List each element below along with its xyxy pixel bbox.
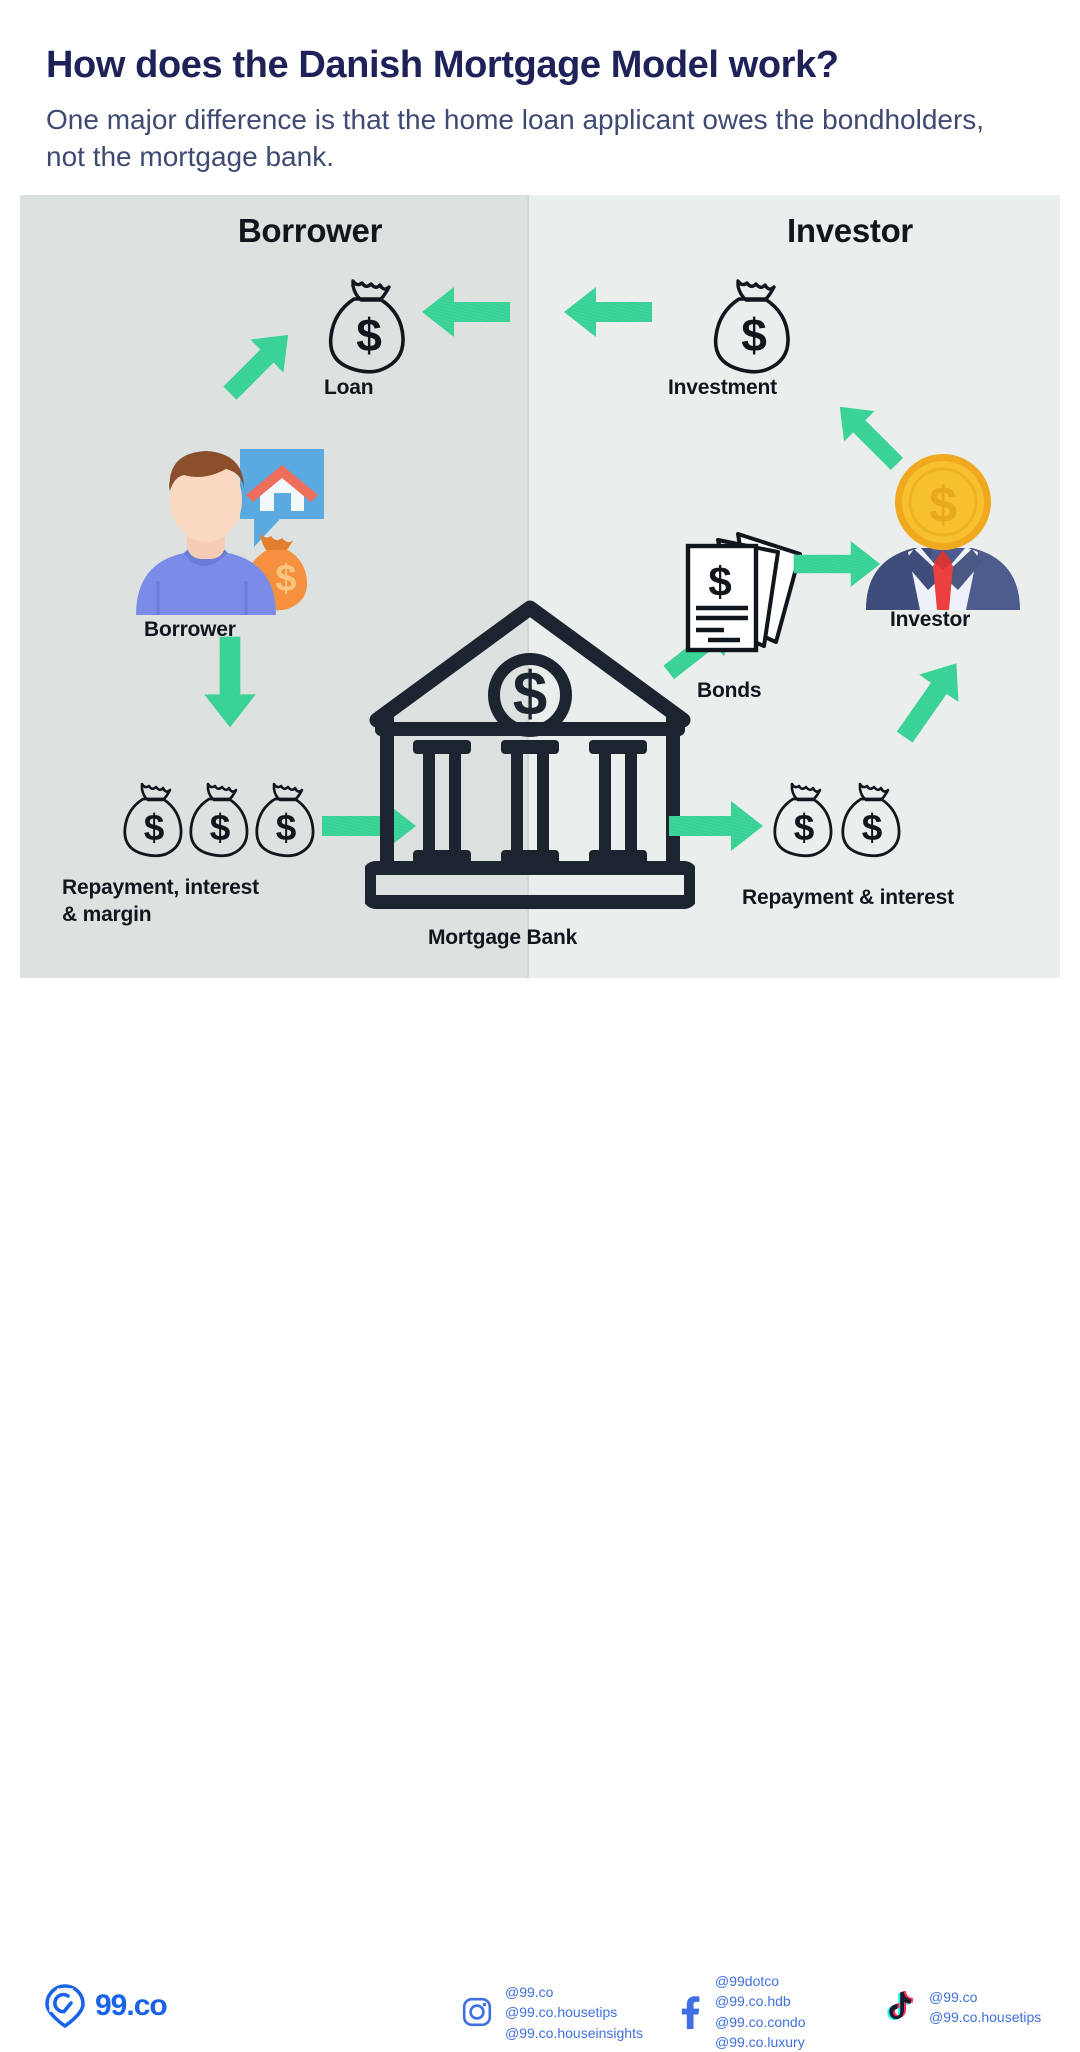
handle-item: @99.co.houseinsights: [505, 2024, 643, 2041]
borrower-person-label: Borrower: [144, 618, 236, 641]
borrower-avatar-icon: $: [136, 449, 324, 615]
loan-label: Loan: [324, 376, 374, 399]
investor-avatar-icon: $: [866, 454, 1020, 610]
diagram-panel: Borrower Investor $ Loan $ Investment: [20, 195, 1060, 978]
arrow-investment-to-loan-left: [562, 281, 654, 343]
handle-item: @99.co.housetips: [929, 2009, 1042, 2026]
bonds-node: $: [680, 520, 815, 675]
facebook-handles: @99dotco @99.co.hdb @99.co.condo @99.co.…: [715, 1971, 806, 2052]
svg-text:$: $: [210, 807, 231, 848]
svg-text:$: $: [513, 660, 547, 729]
three-money-bags-icon: $ $ $: [123, 782, 315, 858]
svg-text:$: $: [862, 807, 883, 848]
mortgage-bank-label: Mortgage Bank: [428, 926, 578, 949]
investment-label: Investment: [668, 376, 777, 399]
handle-item: @99dotco: [715, 1973, 780, 1989]
repay-right-node: $ $: [770, 780, 922, 875]
column-heading-investor: Investor: [787, 212, 913, 249]
money-bag-outline-icon: $: [713, 279, 790, 374]
bond-documents-icon: $: [685, 532, 802, 653]
tiktok-icon: [887, 1991, 913, 2021]
svg-text:$: $: [708, 558, 731, 605]
arrow-investor-to-investment: [818, 385, 920, 487]
investor-person-label: Investor: [890, 608, 971, 631]
mortgage-bank-node: $: [362, 600, 698, 925]
investor-person-node: $: [858, 450, 1028, 620]
header: How does the Danish Mortgage Model work?…: [0, 0, 1080, 195]
bonds-label: Bonds: [697, 679, 762, 702]
brand-logo-text: 99.co: [95, 1989, 168, 2022]
money-bag-outline-icon: $: [328, 279, 405, 374]
svg-text:$: $: [929, 477, 957, 533]
social-instagram[interactable]: @99.co @99.co.housetips @99.co.houseinsi…: [462, 1982, 643, 2043]
handle-item: @99.co.housetips: [505, 2004, 618, 2021]
arrow-investment-to-loan-right: [420, 281, 512, 343]
svg-text:$: $: [144, 807, 165, 848]
arrow-loan-to-borrower: [208, 313, 310, 415]
investment-node: $: [708, 275, 800, 385]
repay-left-node: $ $ $: [120, 780, 340, 875]
repay-left-label-line1: Repayment, interest: [62, 876, 259, 899]
arrow-borrower-to-repayment: [198, 632, 262, 732]
arrow-repay-right-to-investor: [878, 644, 982, 757]
page-title: How does the Danish Mortgage Model work?: [46, 44, 839, 86]
social-facebook[interactable]: @99dotco @99.co.hdb @99.co.condo @99.co.…: [676, 1971, 806, 2052]
location-pin-icon: [45, 1984, 85, 2029]
svg-text:$: $: [794, 807, 815, 848]
page-subtitle: One major difference is that the home lo…: [46, 104, 985, 173]
panel-divider: [527, 195, 529, 978]
handle-item: @99.co.condo: [715, 2013, 806, 2030]
instagram-icon: [462, 1998, 492, 2027]
tiktok-handles: @99.co @99.co.housetips: [929, 1987, 1041, 2028]
svg-text:$: $: [741, 309, 767, 361]
svg-text:$: $: [276, 807, 297, 848]
brand-logo[interactable]: 99.co: [44, 1983, 168, 2029]
handle-item: @99.co: [929, 1989, 978, 2005]
facebook-icon: [681, 1995, 700, 2029]
arrow-bank-to-repay-right: [665, 795, 765, 857]
instagram-handles: @99.co @99.co.housetips @99.co.houseinsi…: [505, 1982, 643, 2043]
loan-node: $: [323, 275, 415, 385]
repay-right-label: Repayment & interest: [742, 886, 954, 909]
borrower-person-node: $: [128, 445, 328, 630]
column-heading-borrower: Borrower: [237, 212, 383, 249]
repay-left-label-line2: & margin: [62, 902, 152, 926]
social-tiktok[interactable]: @99.co @99.co.housetips: [884, 1987, 1041, 2028]
handle-item: @99.co: [505, 1984, 554, 2000]
handle-item: @99.co.luxury: [715, 2033, 805, 2050]
footer: 99.co @99.co @99.co.housetips @99.co.hou…: [0, 978, 1080, 2050]
two-money-bags-icon: $ $: [773, 782, 901, 858]
arrow-bonds-to-investor: [790, 535, 882, 593]
handle-item: @99.co.hdb: [715, 1993, 791, 2010]
bank-building-icon: $: [362, 600, 698, 909]
repay-left-label: Repayment, interest & margin: [62, 875, 382, 929]
svg-text:$: $: [275, 558, 296, 600]
svg-text:$: $: [356, 309, 382, 361]
